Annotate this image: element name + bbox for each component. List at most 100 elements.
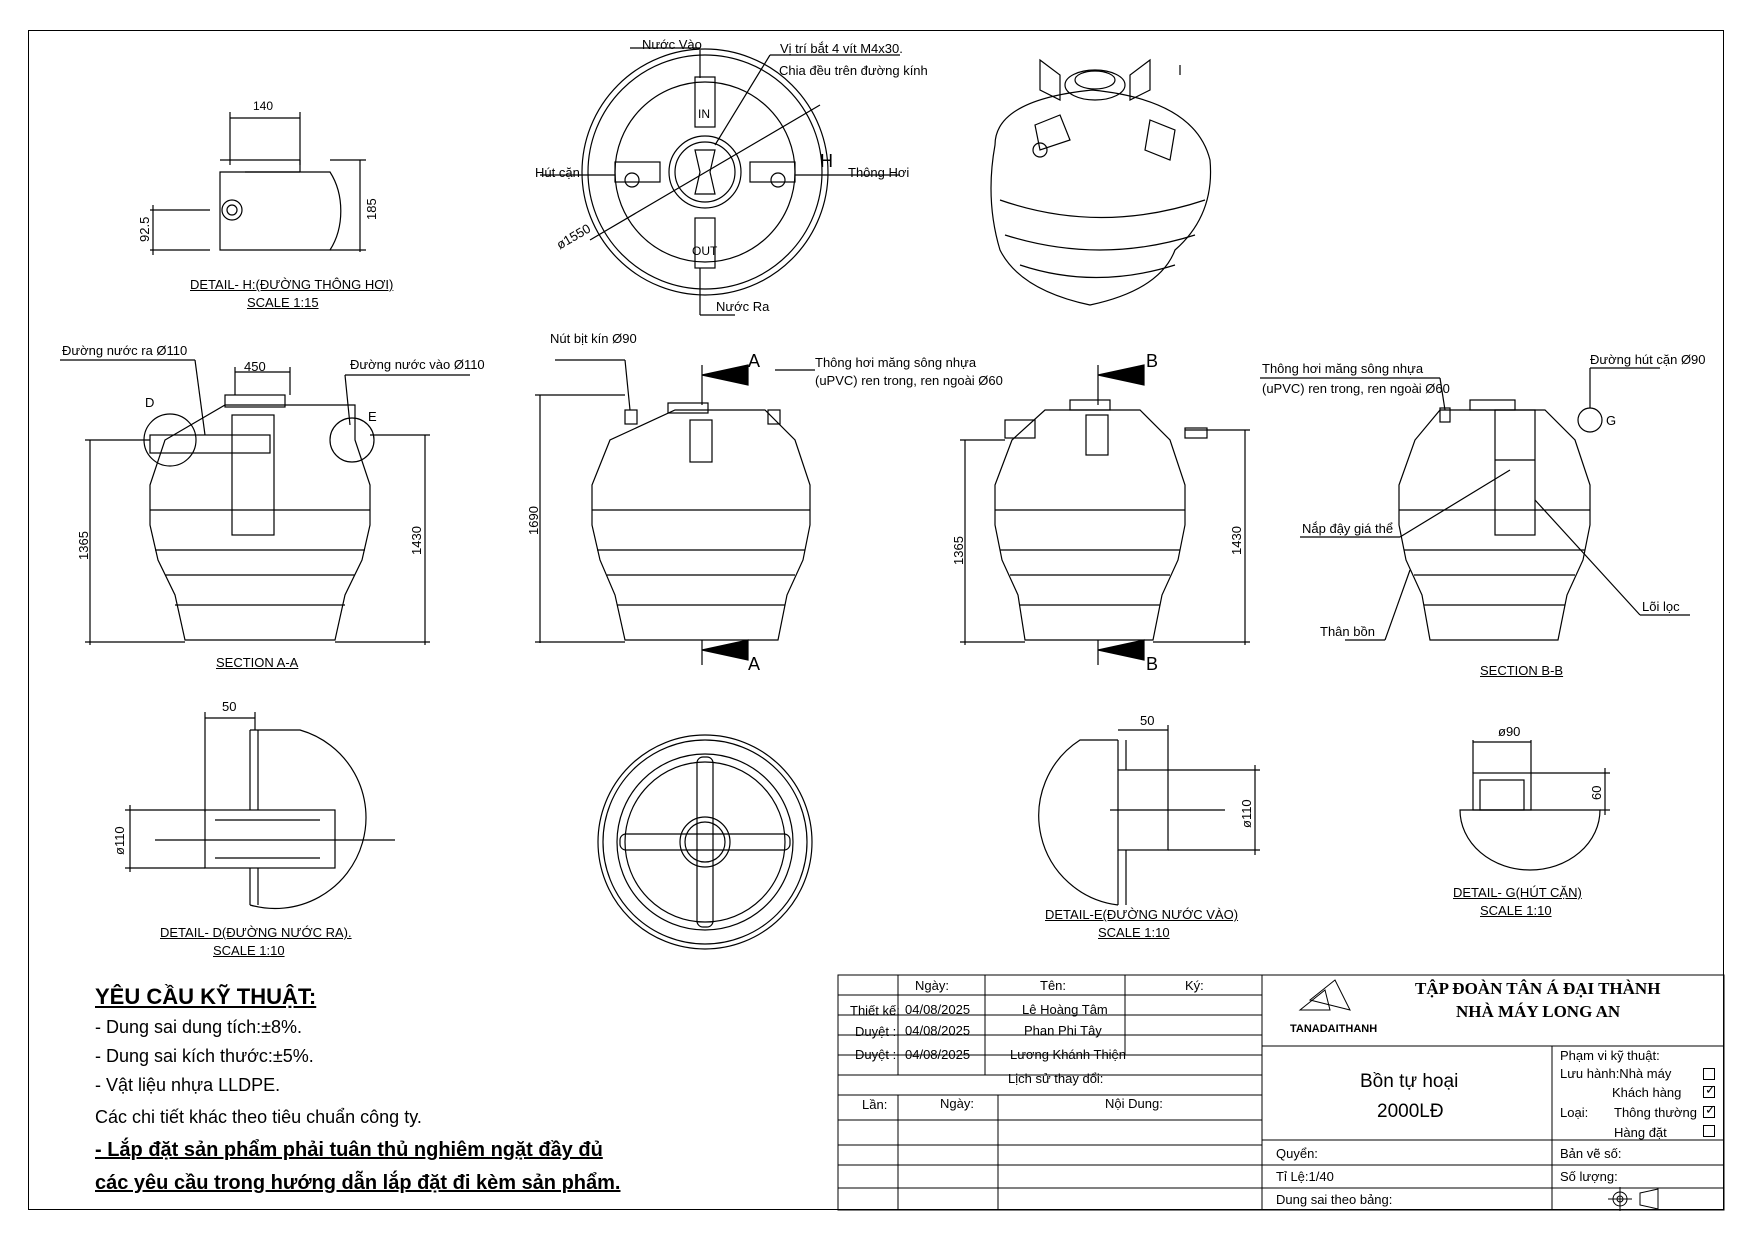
top-view-screw-note-2: Chia đều trên đường kính (779, 63, 928, 78)
tb-row2-role: Duyệt : (855, 1024, 897, 1039)
detail-e-title: DETAIL-E(ĐƯỜNG NƯỚC VÀO) (1045, 907, 1239, 922)
tb-check-buried (1703, 1125, 1715, 1137)
detail-d-scale: SCALE 1:10 (213, 943, 285, 958)
tb-drawing-no: Bản vẽ số: (1560, 1146, 1622, 1161)
tb-row3-role: Duyệt : (855, 1047, 897, 1062)
tb-company-1: TẬP ĐOÀN TÂN Á ĐẠI THÀNH (1415, 979, 1661, 998)
detail-d-dim-dia: ø110 (112, 826, 127, 855)
section-aa-title: SECTION A-A (216, 655, 299, 670)
tb-scale: Tỉ Lệ:1/40 (1276, 1169, 1334, 1184)
section-bb-media-cover: Nắp đậy giá thể (1302, 521, 1394, 536)
title-block-grid (837, 974, 1725, 1211)
tb-logo-text: TANADAITHANH (1290, 1023, 1378, 1035)
detail-e-dim-top: 50 (1140, 713, 1155, 728)
tb-scope: Phạm vi kỹ thuật: (1560, 1048, 1660, 1063)
tb-row3-date: 04/08/2025 (905, 1047, 971, 1062)
section-bb-marker-g: G (1606, 413, 1617, 428)
requirements-line-4: Các chi tiết khác theo tiêu chuẩn công t… (95, 1107, 422, 1127)
top-view-inlet: Nước Vào (642, 37, 702, 52)
tb-company-2: NHÀ MÁY LONG AN (1456, 1002, 1621, 1021)
top-view-in-mark: IN (698, 107, 710, 121)
side-view-cut-b-top: B (1146, 351, 1159, 371)
detail-d-dim-top: 50 (222, 699, 237, 714)
detail-e-dim-dia: ø110 (1239, 799, 1254, 828)
tb-product-1: Bồn tự hoại (1360, 1071, 1459, 1092)
top-view-out-mark: OUT (692, 244, 718, 258)
detail-h-dim-width: 140 (253, 99, 274, 113)
detail-e-scale: SCALE 1:10 (1098, 925, 1170, 940)
detail-g-drawing (1459, 740, 1610, 871)
requirements-title: YÊU CẦU KỸ THUẬT: (95, 984, 317, 1009)
section-bb-suction-pipe: Đường hút cặn Ø90 (1590, 352, 1706, 367)
tb-row2-name: Phan Phi Tây (1024, 1023, 1102, 1038)
detail-h-drawing (150, 112, 366, 255)
tb-volume: Quyển: (1276, 1146, 1318, 1161)
section-aa-drawing (60, 359, 470, 645)
tb-circulation: Lưu hành:Nhà máy (1560, 1066, 1672, 1081)
detail-g-dim-top: ø90 (1498, 724, 1521, 739)
requirements-line-3: - Vật liệu nhựa LLDPE. (95, 1075, 281, 1095)
section-aa-outlet-pipe: Đường nước ra Ø110 (62, 343, 188, 358)
top-view-suction: Hút cặn (535, 165, 580, 180)
tb-hdr-name: Tên: (1040, 978, 1067, 993)
tb-check-factory (1703, 1068, 1715, 1080)
section-bb-vent-note-2: (uPVC) ren trong, ren ngoài Ø60 (1262, 381, 1450, 396)
bottom-view-drawing (597, 734, 813, 950)
detail-h-dim-height: 185 (364, 198, 379, 220)
requirements-line-1: - Dung sai dung tích:±8%. (95, 1017, 302, 1037)
front-view-drawing (535, 359, 815, 665)
front-view-plug: Nút bịt kín Ø90 (550, 331, 637, 346)
tb-hdr-sign: Ký: (1185, 978, 1204, 993)
front-view-dim-height: 1690 (526, 506, 541, 535)
top-view-vent: Thông Hơi (848, 165, 910, 180)
section-aa-dim-left: 1365 (76, 531, 91, 560)
tb-rev: Lần: (862, 1097, 888, 1112)
detail-g-dim-height: 60 (1589, 785, 1604, 800)
section-bb-body: Thân bồn (1320, 624, 1375, 639)
tb-row1-role: Thiết kế: (850, 1003, 900, 1018)
tb-tolerance: Dung sai theo bảng: (1276, 1192, 1393, 1207)
tb-row3-name: Lương Khánh Thiện (1010, 1047, 1127, 1062)
tb-check-customer: ✓ (1703, 1082, 1716, 1098)
drawing-frame (28, 30, 1724, 1210)
side-view-dim-left: 1365 (951, 536, 966, 565)
section-bb-vent-note-1: Thông hơi măng sông nhựa (1262, 361, 1424, 376)
tb-rev-content: Nội Dung: (1105, 1096, 1163, 1111)
section-bb-title: SECTION B-B (1480, 663, 1564, 678)
detail-h-dim-offset: 92.5 (137, 216, 152, 242)
section-aa-dim-top: 450 (244, 359, 266, 374)
detail-h-title: DETAIL- H:(ĐƯỜNG THÔNG HƠI) (190, 277, 394, 292)
section-aa-marker-d: D (145, 395, 155, 410)
tb-check-normal: ✓ (1703, 1102, 1716, 1118)
tb-buried: Hàng đặt (1614, 1125, 1667, 1140)
top-view-marker-h: H (820, 151, 833, 171)
section-aa-dim-right: 1430 (409, 526, 424, 555)
section-bb-filter-core: Lõi lọc (1642, 599, 1680, 614)
section-bb-drawing (1260, 367, 1690, 641)
front-view-cut-a-top: A (748, 351, 761, 371)
section-aa-marker-e: E (368, 409, 377, 424)
requirements-line-6: các yêu cầu trong hướng dẫn lắp đặt đi k… (95, 1172, 621, 1194)
front-view-vent-note-2: (uPVC) ren trong, ren ngoài Ø60 (815, 373, 1003, 388)
detail-d-title: DETAIL- D(ĐƯỜNG NƯỚC RA). (160, 925, 352, 940)
front-view-cut-a-bottom: A (748, 654, 761, 674)
detail-e-drawing (1038, 725, 1260, 906)
tb-hdr-date: Ngày: (915, 978, 949, 993)
tb-row1-name: Lê Hoàng Tâm (1022, 1002, 1108, 1017)
detail-g-title: DETAIL- G(HÚT CẶN) (1453, 885, 1582, 900)
tb-product-2: 2000LĐ (1377, 1101, 1444, 1122)
top-view-drawing (540, 47, 900, 316)
tb-row1-date: 04/08/2025 (905, 1002, 971, 1017)
requirements-line-2: - Dung sai kích thước:±5%. (95, 1046, 314, 1066)
tb-rev-date: Ngày: (940, 1096, 974, 1111)
side-view-dim-right: 1430 (1229, 526, 1244, 555)
tb-quantity: Số lượng: (1560, 1169, 1618, 1184)
tb-customer: Khách hàng (1612, 1085, 1682, 1100)
tb-normal: Thông thường (1614, 1105, 1698, 1120)
tb-type: Loại: (1560, 1105, 1589, 1120)
detail-h-scale: SCALE 1:15 (247, 295, 319, 310)
top-view-screw-note-1: Vị trí bắt 4 vít M4x30. (780, 41, 903, 56)
section-aa-inlet-pipe: Đường nước vào Ø110 (350, 357, 485, 372)
detail-g-scale: SCALE 1:10 (1480, 903, 1552, 918)
